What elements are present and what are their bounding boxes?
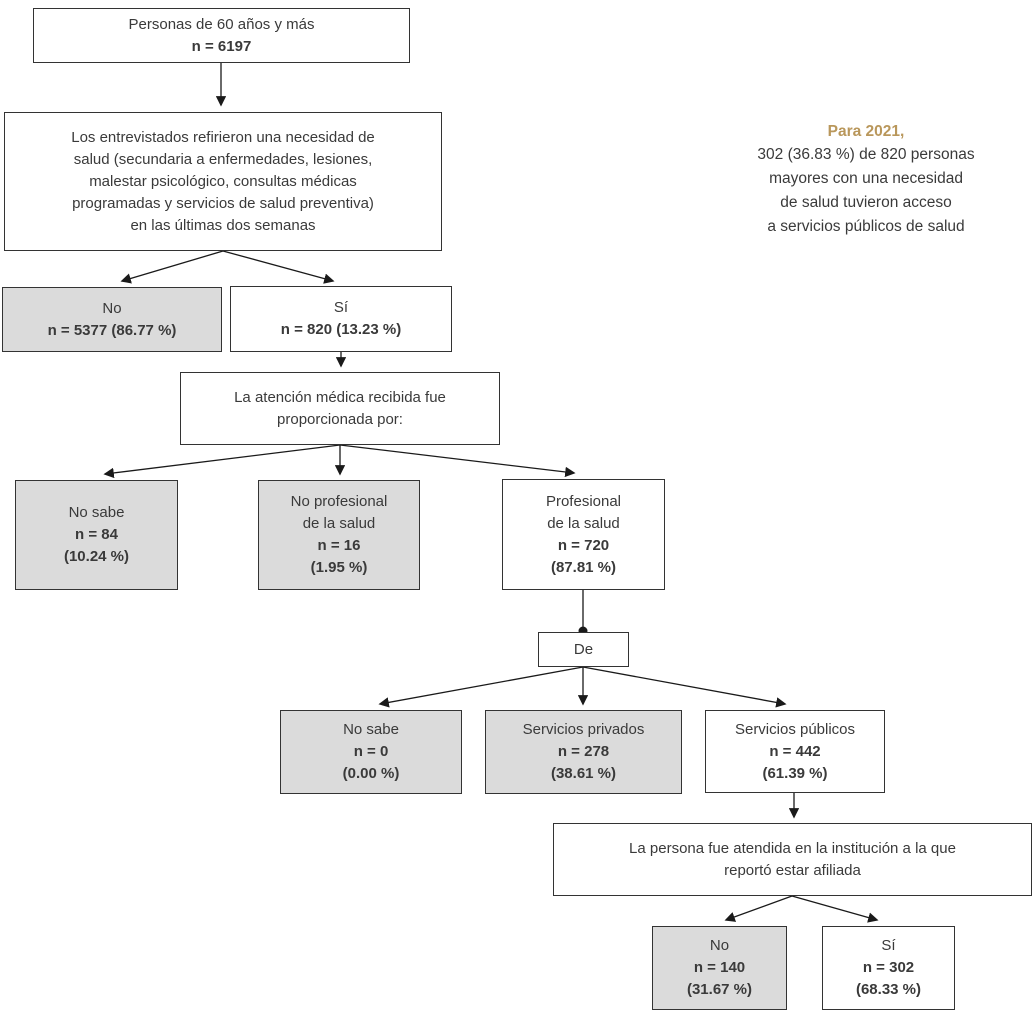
edge-atencion-nosabe bbox=[103, 444, 341, 479]
node-stats: n = 5377 (86.77 %) bbox=[47, 321, 177, 339]
edge-atencion-prof bbox=[339, 444, 576, 478]
node-not-affiliated-institution: No n = 140 (31.67 %) bbox=[652, 926, 787, 1010]
node-yes-health-need: Sí n = 820 (13.23 %) bbox=[230, 286, 452, 352]
node-health-need: Los entrevistados refirieron una necesid… bbox=[4, 112, 442, 251]
node-title: Servicios privados bbox=[522, 721, 645, 738]
node-stats: n = 16 (1.95 %) bbox=[310, 537, 368, 576]
node-stats: n = 820 (13.23 %) bbox=[280, 321, 402, 338]
node-yes-affiliated-institution: Sí n = 302 (68.33 %) bbox=[822, 926, 955, 1010]
edge-need-no bbox=[120, 250, 224, 284]
node-care-provided-by: La atención médica recibida fue proporci… bbox=[180, 372, 500, 445]
node-stats: n = 720 (87.81 %) bbox=[550, 536, 617, 576]
edge-de-publicos bbox=[582, 666, 787, 708]
node-de: De bbox=[538, 632, 629, 667]
node-title: La persona fue atendida en la institució… bbox=[629, 839, 956, 879]
node-private-services: Servicios privados n = 278 (38.61 %) bbox=[485, 710, 682, 794]
node-health-professional: Profesional de la salud n = 720 (87.81 %… bbox=[502, 479, 665, 590]
node-stats: n = 6197 bbox=[191, 37, 252, 55]
node-title: Profesional de la salud bbox=[545, 492, 622, 532]
node-unknown-service: No sabe n = 0 (0.00 %) bbox=[280, 710, 462, 794]
node-title: Sí bbox=[333, 299, 349, 316]
node-title: La atención médica recibida fue proporci… bbox=[234, 388, 446, 428]
node-title: No sabe bbox=[343, 721, 399, 738]
annotation-text: 302 (36.83 %) de 820 personas mayores co… bbox=[757, 146, 975, 235]
node-stats: n = 0 (0.00 %) bbox=[342, 743, 400, 782]
node-persons-60-plus: Personas de 60 años y más n = 6197 bbox=[33, 8, 410, 63]
node-attended-affiliated-institution: La persona fue atendida en la institució… bbox=[553, 823, 1032, 896]
node-stats: n = 302 (68.33 %) bbox=[855, 959, 922, 998]
annotation-2021: Para 2021, 302 (36.83 %) de 820 personas… bbox=[710, 120, 1022, 239]
node-title: Personas de 60 años y más bbox=[128, 15, 315, 33]
node-stats: n = 84 (10.24 %) bbox=[63, 526, 130, 565]
node-title: De bbox=[573, 640, 594, 658]
node-stats: n = 140 (31.67 %) bbox=[686, 959, 753, 998]
node-title: No bbox=[102, 299, 122, 317]
node-title: Sí bbox=[881, 937, 896, 954]
edge-afiliada-si bbox=[791, 895, 879, 923]
node-no-health-need: No n = 5377 (86.77 %) bbox=[2, 287, 222, 352]
node-title: No profesional de la salud bbox=[290, 493, 388, 532]
node-title: Los entrevistados refirieron una necesid… bbox=[71, 128, 375, 234]
node-title: No bbox=[709, 937, 730, 954]
edge-need-si bbox=[222, 250, 335, 284]
node-stats: n = 442 (61.39 %) bbox=[762, 742, 828, 782]
node-stats: n = 278 (38.61 %) bbox=[550, 743, 617, 782]
node-non-professional: No profesional de la salud n = 16 (1.95 … bbox=[258, 480, 420, 590]
edge-afiliada-no bbox=[724, 895, 793, 922]
edge-de-nosabe bbox=[378, 666, 584, 708]
annotation-highlight: Para 2021, bbox=[827, 123, 905, 140]
node-title: Servicios públicos bbox=[734, 720, 856, 738]
node-title: No sabe bbox=[68, 504, 125, 521]
node-public-services: Servicios públicos n = 442 (61.39 %) bbox=[705, 710, 885, 793]
node-unknown-provider: No sabe n = 84 (10.24 %) bbox=[15, 480, 178, 590]
